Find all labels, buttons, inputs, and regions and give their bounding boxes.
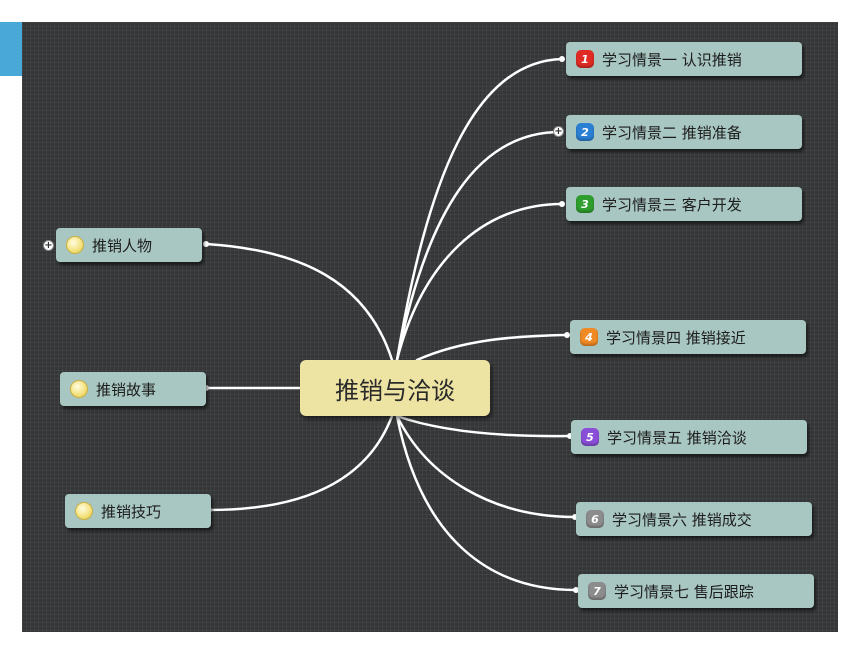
root-topic-label: 推销与洽谈 [335,376,455,405]
link-end-dot [559,56,565,62]
link-right-4 [415,333,569,362]
link-left-3 [207,414,394,512]
topic-situation-1[interactable]: 1 学习情景一 认识推销 [566,42,802,76]
link-right-7 [395,414,578,592]
topic-label: 学习情景四 推销接近 [606,328,746,347]
topic-situation-6[interactable]: 6 学习情景六 推销成交 [576,502,812,536]
topic-label: 推销故事 [96,380,157,399]
smiley-icon [75,502,93,520]
topic-situation-3[interactable]: 3 学习情景三 客户开发 [566,187,802,221]
number-4-icon: 4 [580,328,598,346]
number-3-icon: 3 [576,195,594,213]
topic-situation-2[interactable]: 2 学习情景二 推销准备 [566,115,802,149]
smiley-icon [70,380,88,398]
root-topic[interactable]: 推销与洽谈 [300,360,490,416]
topic-label: 学习情景七 售后跟踪 [614,582,754,601]
topic-situation-7[interactable]: 7 学习情景七 售后跟踪 [578,574,814,608]
topic-situation-4[interactable]: 4 学习情景四 推销接近 [570,320,806,354]
accent-tab [0,22,22,76]
number-5-icon: 5 [581,428,599,446]
expand-plus-icon[interactable]: + [43,240,54,251]
topic-label: 推销人物 [92,236,153,255]
link-right-6 [395,414,577,519]
link-right-5 [395,414,572,438]
link-end-dot [564,332,570,338]
topic-sales-skills[interactable]: 推销技巧 [65,494,211,528]
number-2-icon: 2 [576,123,594,141]
number-1-icon: 1 [576,50,594,68]
link-left-1 [204,242,394,362]
number-7-icon: 7 [588,582,606,600]
topic-label: 学习情景三 客户开发 [602,195,742,214]
link-right-1 [395,57,564,362]
topic-label: 学习情景六 推销成交 [612,510,752,529]
topic-sales-stories[interactable]: 推销故事 [60,372,206,406]
topic-label: 学习情景二 推销准备 [602,123,742,142]
topic-situation-5[interactable]: 5 学习情景五 推销洽谈 [571,420,807,454]
link-right-2 [395,130,562,362]
number-6-icon: 6 [586,510,604,528]
topic-salesperson[interactable]: 推销人物 [56,228,202,262]
link-end-dot [573,587,579,593]
expand-plus-icon[interactable]: + [553,126,564,137]
topic-label: 学习情景五 推销洽谈 [607,428,747,447]
link-end-dot [203,241,209,247]
topic-label: 推销技巧 [101,502,162,521]
topic-label: 学习情景一 认识推销 [602,50,742,69]
mindmap-canvas: 推销与洽谈 1 学习情景一 认识推销 + 2 学习情景二 推销准备 3 学习情景… [22,22,838,632]
link-right-3 [395,202,564,362]
link-end-dot [559,201,565,207]
smiley-icon [66,236,84,254]
